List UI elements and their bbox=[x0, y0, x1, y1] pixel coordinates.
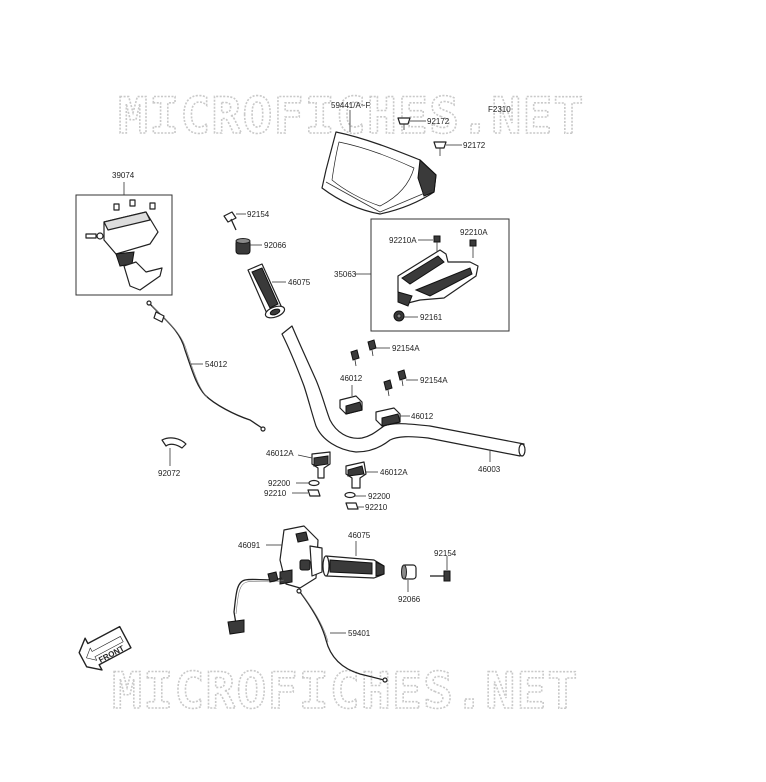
washer-92200-left[interactable] bbox=[308, 479, 320, 487]
nut-92161[interactable] bbox=[393, 310, 405, 322]
label-holder-46012A-left: 46012A bbox=[266, 449, 294, 458]
label-collar-92066-bottom: 92066 bbox=[398, 595, 421, 604]
bolt-92154-top[interactable] bbox=[223, 211, 237, 231]
bolt-92210A-left[interactable] bbox=[433, 235, 441, 252]
label-clamp-92072: 92072 bbox=[158, 469, 181, 478]
master-cylinder-part[interactable] bbox=[85, 199, 163, 291]
diagram-code: F2310 bbox=[488, 105, 511, 114]
label-bolt-92210A-left: 92210A bbox=[389, 236, 417, 245]
label-washer-92200-right: 92200 bbox=[368, 492, 391, 501]
label-grip-46075-top: 46075 bbox=[288, 278, 311, 287]
holder-46012-left[interactable] bbox=[339, 395, 363, 415]
washer-92210-right[interactable] bbox=[345, 502, 359, 510]
label-holder-46012A-right: 46012A bbox=[380, 468, 408, 477]
label-grip-46075-bottom: 46075 bbox=[348, 531, 371, 540]
bolt-92154-bottom[interactable] bbox=[430, 570, 451, 582]
label-nut-92161: 92161 bbox=[420, 313, 443, 322]
watermark-bottom: MICROFICHES.NET bbox=[112, 662, 579, 720]
label-holder-46012-left: 46012 bbox=[340, 374, 363, 383]
label-bolt-92210A-right: 92210A bbox=[460, 228, 488, 237]
label-washer-92210-left: 92210 bbox=[264, 489, 287, 498]
master-cylinder-box bbox=[75, 194, 173, 296]
windshield-part[interactable] bbox=[321, 131, 437, 215]
switch-46091-part[interactable] bbox=[279, 525, 323, 589]
grip-46075-top[interactable] bbox=[247, 263, 286, 320]
bolt-92154A-a[interactable] bbox=[350, 339, 377, 367]
label-box-39074: 39074 bbox=[112, 171, 135, 180]
holder-46012-right[interactable] bbox=[375, 407, 401, 427]
screw-92172-a[interactable] bbox=[397, 117, 411, 130]
handlebar-46003[interactable] bbox=[281, 325, 526, 457]
grip-46075-bottom[interactable] bbox=[322, 555, 385, 579]
washer-92200-right[interactable] bbox=[344, 491, 356, 499]
cable-54012-part[interactable] bbox=[146, 300, 266, 432]
collar-92066-top[interactable] bbox=[235, 238, 251, 255]
label-bolt-92154-bottom: 92154 bbox=[434, 549, 457, 558]
cable-59401-part[interactable] bbox=[296, 588, 388, 683]
bolt-92210A-right[interactable] bbox=[469, 239, 477, 258]
label-holder-46012-right: 46012 bbox=[411, 412, 434, 421]
label-cable-59401: 59401 bbox=[348, 629, 371, 638]
label-switch-46091: 46091 bbox=[238, 541, 261, 550]
label-washer-92200-left: 92200 bbox=[268, 479, 291, 488]
label-bolt-92154-top: 92154 bbox=[247, 210, 270, 219]
clamp-92072[interactable] bbox=[161, 437, 187, 449]
screw-92172-b[interactable] bbox=[433, 141, 447, 156]
label-screw-92172-a: 92172 bbox=[427, 117, 450, 126]
label-windshield: 59441/A~F bbox=[331, 101, 370, 110]
label-bolt-92154A-b: 92154A bbox=[420, 376, 448, 385]
label-handlebar-46003: 46003 bbox=[478, 465, 501, 474]
label-cable-54012: 54012 bbox=[205, 360, 228, 369]
holder-46012A-right[interactable] bbox=[345, 461, 367, 489]
bolt-92154A-b[interactable] bbox=[383, 369, 407, 397]
bracket-35063-part[interactable] bbox=[397, 249, 479, 307]
switch-wiring[interactable] bbox=[227, 571, 285, 635]
label-bracket-35063: 35063 bbox=[334, 270, 357, 279]
holder-46012A-left[interactable] bbox=[311, 451, 331, 479]
washer-92210-left[interactable] bbox=[307, 489, 321, 497]
label-washer-92210-right: 92210 bbox=[365, 503, 388, 512]
bracket-box bbox=[370, 218, 510, 332]
label-bolt-92154A-a: 92154A bbox=[392, 344, 420, 353]
leader-holder-46012A-left bbox=[297, 454, 313, 459]
label-screw-92172-b: 92172 bbox=[463, 141, 486, 150]
label-collar-92066-top: 92066 bbox=[264, 241, 287, 250]
collar-92066-bottom[interactable] bbox=[401, 564, 417, 580]
